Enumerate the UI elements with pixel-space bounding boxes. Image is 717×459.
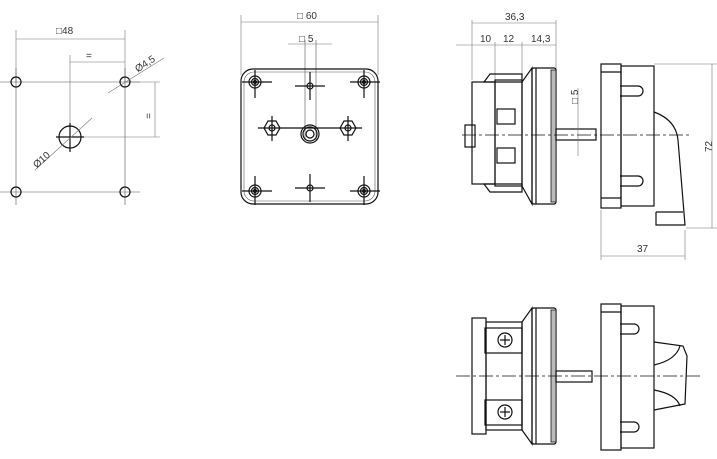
center-diameter-label: Ø10 — [31, 150, 53, 171]
segment-1-dimension: 10 — [480, 34, 492, 45]
exploded-view — [456, 303, 700, 451]
segment-3-dimension: 14,3 — [531, 34, 551, 45]
front-view: □ 60 □ 5 — [240, 11, 380, 205]
mounting-cutout-view: □48 = = Ø4,5 Ø10 — [0, 26, 165, 205]
terminal-screw-icon — [497, 332, 513, 420]
total-depth-dimension: 36,3 — [505, 12, 525, 23]
equal-horizontal-label: = — [86, 51, 92, 62]
shaft-icon — [300, 124, 320, 144]
knob-depth-dimension: 37 — [637, 244, 649, 255]
side-view: 36,3 10 12 14,3 □ 5 7 — [456, 12, 717, 260]
shaft-square-dimension: □ 5 — [299, 34, 314, 45]
knob-icon — [653, 341, 688, 411]
cutout-square-dimension: □48 — [56, 26, 74, 37]
hole-diameter-label: Ø4,5 — [133, 54, 158, 75]
side-shaft-dimension: □ 5 — [570, 89, 581, 104]
segment-2-dimension: 12 — [503, 34, 515, 45]
equal-vertical-label: = — [142, 113, 153, 119]
front-square-dimension: □ 60 — [297, 11, 317, 22]
mounting-hole-icon — [10, 76, 131, 198]
knob-height-dimension: 72 — [704, 140, 715, 152]
